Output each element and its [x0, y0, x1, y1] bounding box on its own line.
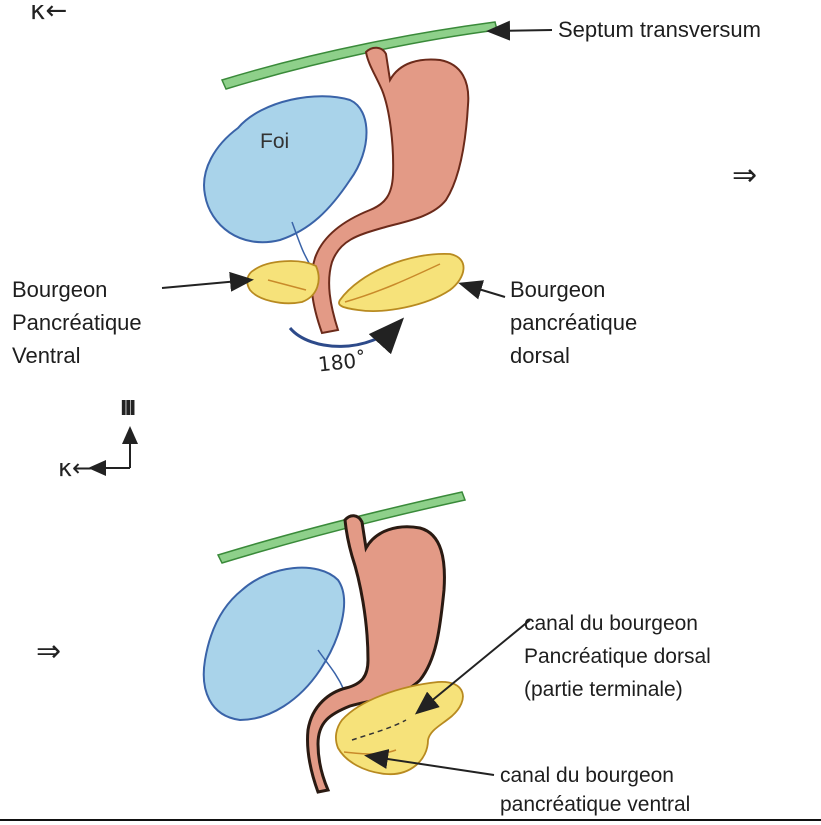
- ventral-pancreatic-bud: [247, 261, 318, 303]
- axis-up-label: III: [120, 396, 133, 420]
- septum-transversum-label: Septum transversum: [558, 16, 761, 44]
- septum-pointer-arrow: [490, 30, 552, 31]
- ventral-canal-label-line-1: canal du bourgeon: [500, 762, 690, 789]
- next-step-arrow: ⇒: [732, 158, 757, 193]
- liver-shape: [204, 96, 366, 242]
- dorsal-bud-pointer-arrow: [462, 284, 505, 297]
- dorsal-canal-label-line-1: canal du bourgeon: [524, 610, 711, 637]
- dorsal-bud-label-line-3: dorsal: [510, 342, 637, 370]
- ventral-bud-label-line-1: Bourgeon: [12, 276, 142, 304]
- dorsal-pancreatic-bud: [339, 254, 464, 311]
- ventral-canal-label-line-2: pancréatique ventral: [500, 791, 690, 818]
- dorsal-bud-label-line-1: Bourgeon: [510, 276, 637, 304]
- rotation-label: 180˚: [317, 348, 367, 377]
- hepatic-connection-line-bottom: [318, 650, 344, 690]
- dorsal-bud-label: Bourgeon pancréatique dorsal: [510, 276, 637, 370]
- dorsal-bud-label-line-2: pancréatique: [510, 309, 637, 337]
- dorsal-canal-label-line-3: (partie terminale): [524, 676, 711, 703]
- ventral-bud-label: Bourgeon Pancréatique Ventral: [12, 276, 142, 370]
- liver-shape-bottom: [204, 568, 344, 720]
- ventral-bud-label-line-3: Ventral: [12, 342, 142, 370]
- prev-step-arrow: ⇒: [36, 634, 61, 669]
- axis-left-label: κ←: [58, 454, 92, 482]
- dorsal-canal-label: canal du bourgeon Pancréatique dorsal (p…: [524, 610, 711, 703]
- bottom-panel: [204, 492, 530, 792]
- liver-label: Foi: [260, 128, 289, 156]
- orientation-axes: [92, 430, 130, 468]
- dorsal-canal-label-line-2: Pancréatique dorsal: [524, 643, 711, 670]
- axis-symbol-top: κ←: [30, 0, 67, 26]
- ventral-bud-label-line-2: Pancréatique: [12, 309, 142, 337]
- rotation-arrow: [290, 322, 400, 346]
- ventral-canal-label: canal du bourgeon pancréatique ventral: [500, 762, 690, 818]
- ventral-bud-pointer-arrow: [162, 280, 250, 288]
- top-panel: [162, 22, 552, 346]
- bottom-border: [0, 819, 821, 821]
